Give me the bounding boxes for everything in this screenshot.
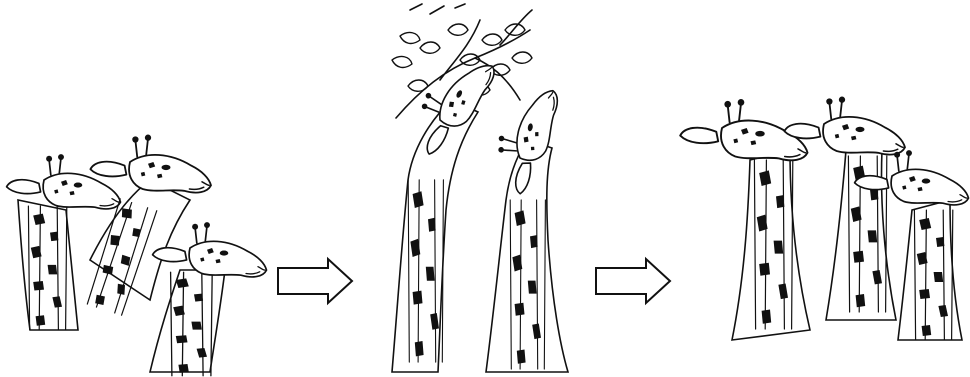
panel-stretching: [392, 4, 568, 372]
arrow-1: [278, 259, 352, 303]
giraffe-stretch-left: [392, 45, 498, 372]
giraffe-long-middle: [784, 97, 905, 320]
panel-before: [7, 135, 267, 376]
giraffe-stretch-right: [486, 83, 568, 372]
panel-after: [680, 97, 968, 340]
arrow-2: [596, 259, 670, 303]
